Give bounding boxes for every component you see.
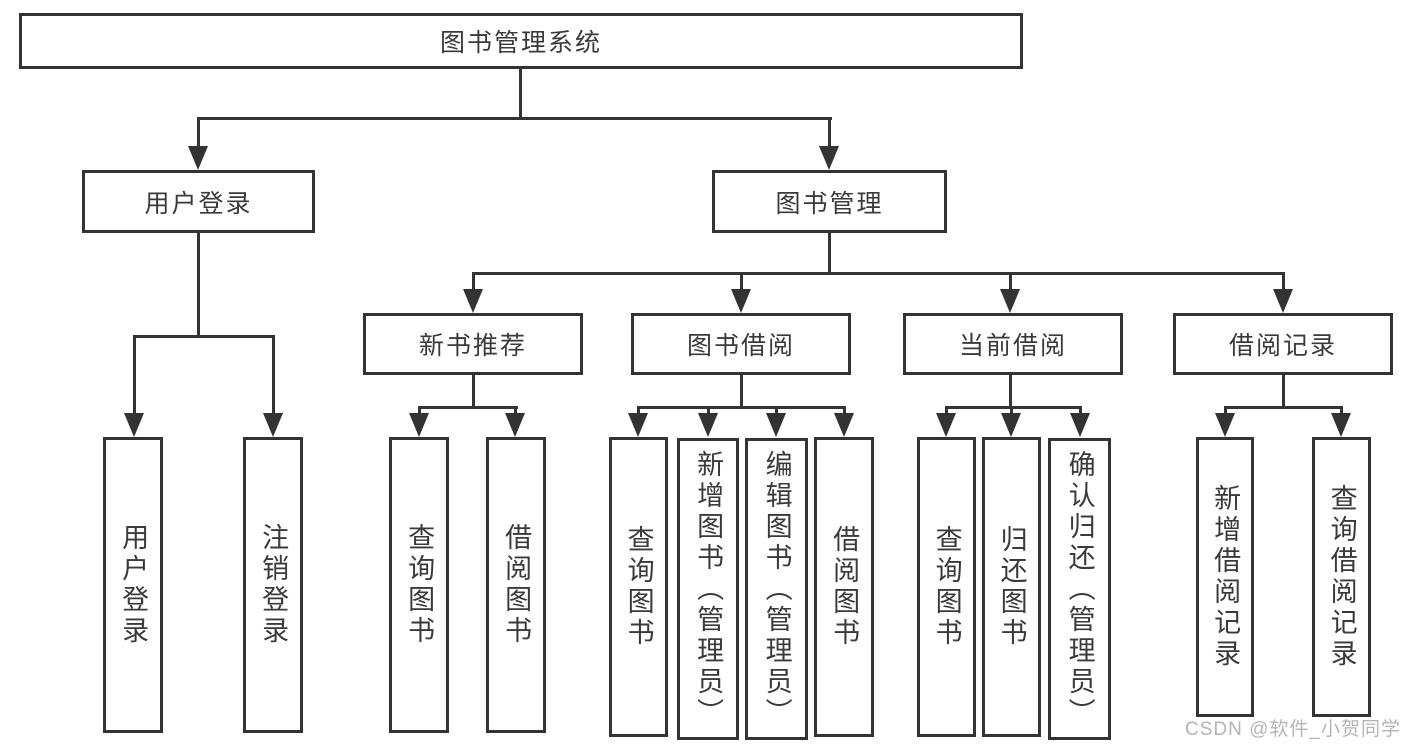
arrowhead-down	[819, 146, 839, 170]
arrowhead-down	[263, 413, 283, 437]
node-borrow-records-label: 借阅记录	[1228, 332, 1337, 360]
leaf-edit-book-admin: 编辑图书（管理员）	[745, 438, 808, 740]
connector-borrow-drop4	[843, 406, 846, 416]
connector-root-right-drop	[828, 117, 831, 147]
arrowhead-down	[834, 413, 854, 437]
leaf-user-login-label: 用户登录	[118, 523, 149, 647]
arrowhead-down	[1001, 413, 1021, 437]
leaf-borrow-books-recommend: 借阅图书	[486, 437, 546, 733]
leaf-query-books-borrow: 查询图书	[609, 437, 668, 737]
connector-records-drop2	[1340, 406, 1343, 416]
connector-records-bar	[1224, 406, 1343, 409]
connector-current-stem	[1009, 375, 1012, 408]
leaf-query-books-recommend-label: 查询图书	[404, 523, 435, 647]
connector-current-bar	[945, 406, 1082, 409]
leaf-add-book-admin-label: 新增图书（管理员）	[693, 449, 724, 729]
leaf-return-books: 归还图书	[982, 437, 1041, 737]
arrowhead-down	[124, 413, 144, 437]
arrowhead-down	[731, 289, 751, 313]
leaf-logout: 注销登录	[243, 437, 303, 733]
arrowhead-down	[505, 413, 525, 437]
leaf-query-books-recommend: 查询图书	[389, 437, 449, 733]
connector-userlogin-drop1	[133, 335, 136, 415]
node-current-borrow: 当前借阅	[903, 313, 1123, 375]
arrowhead-down	[463, 289, 483, 313]
connector-bookmgmt-drop2	[740, 272, 743, 292]
connector-current-drop1	[945, 406, 948, 416]
node-book-borrow: 图书借阅	[631, 313, 851, 375]
leaf-query-books-current-label: 查询图书	[931, 525, 962, 649]
leaf-add-borrow-record: 新增借阅记录	[1196, 437, 1254, 717]
connector-recommend-stem	[472, 375, 475, 408]
connector-userlogin-stem	[197, 233, 200, 335]
connector-userlogin-bar	[133, 335, 275, 338]
leaf-add-borrow-record-label: 新增借阅记录	[1210, 484, 1241, 670]
connector-recommend-bar	[418, 406, 518, 409]
node-borrow-records: 借阅记录	[1173, 313, 1393, 375]
leaf-query-borrow-record: 查询借阅记录	[1312, 437, 1371, 717]
leaf-logout-label: 注销登录	[258, 523, 289, 647]
connector-records-stem	[1282, 375, 1285, 408]
node-user-login: 用户登录	[82, 170, 315, 233]
connector-root-stem	[519, 69, 522, 120]
leaf-add-book-admin: 新增图书（管理员）	[677, 438, 739, 740]
connector-borrow-bar	[637, 406, 846, 409]
leaf-return-books-label: 归还图书	[996, 525, 1027, 649]
arrowhead-down	[936, 413, 956, 437]
leaf-query-books-current: 查询图书	[917, 437, 976, 737]
leaf-edit-book-admin-label: 编辑图书（管理员）	[761, 449, 792, 729]
leaf-borrow-books-recommend-label: 借阅图书	[501, 523, 532, 647]
arrowhead-down	[409, 413, 429, 437]
node-new-book-recommend: 新书推荐	[363, 313, 583, 375]
leaf-borrow-books-label: 借阅图书	[829, 525, 860, 649]
connector-current-drop2	[1010, 406, 1013, 416]
connector-records-drop1	[1224, 406, 1227, 416]
node-root: 图书管理系统	[19, 13, 1023, 69]
arrowhead-down	[698, 413, 718, 437]
connector-current-drop3	[1079, 406, 1082, 416]
leaf-confirm-return-admin: 确认归还（管理员）	[1048, 438, 1111, 740]
leaf-confirm-return-admin-label: 确认归还（管理员）	[1064, 449, 1095, 729]
node-book-borrow-label: 图书借阅	[686, 332, 795, 360]
connector-borrow-drop1	[637, 406, 640, 416]
connector-bookmgmt-bar	[472, 272, 1285, 275]
node-book-management-label: 图书管理	[775, 189, 884, 218]
arrowhead-down	[1070, 413, 1090, 437]
node-current-borrow-label: 当前借阅	[958, 332, 1067, 360]
leaf-user-login: 用户登录	[103, 437, 163, 733]
connector-bookmgmt-drop1	[472, 272, 475, 292]
connector-borrow-stem	[740, 375, 743, 408]
connector-root-left-drop	[197, 117, 200, 147]
node-book-management: 图书管理	[712, 170, 947, 233]
leaf-query-borrow-record-label: 查询借阅记录	[1326, 484, 1357, 670]
connector-bookmgmt-stem	[828, 233, 831, 274]
connector-recommend-drop1	[418, 406, 421, 416]
arrowhead-down	[188, 146, 208, 170]
connector-bookmgmt-drop4	[1282, 272, 1285, 292]
watermark: CSDN @软件_小贺同学	[1185, 719, 1401, 740]
connector-borrow-drop2	[707, 406, 710, 416]
arrowhead-down	[628, 413, 648, 437]
leaf-borrow-books: 借阅图书	[814, 437, 874, 737]
node-root-label: 图书管理系统	[439, 29, 602, 57]
arrowhead-down	[766, 413, 786, 437]
leaf-query-books-borrow-label: 查询图书	[623, 525, 654, 649]
connector-borrow-drop3	[775, 406, 778, 416]
connector-root-bar	[197, 117, 832, 120]
arrowhead-down	[1273, 289, 1293, 313]
node-user-login-label: 用户登录	[144, 189, 253, 218]
node-new-book-recommend-label: 新书推荐	[418, 332, 527, 360]
connector-bookmgmt-drop3	[1009, 272, 1012, 292]
arrowhead-down	[1331, 413, 1351, 437]
arrowhead-down	[1215, 413, 1235, 437]
connector-recommend-drop2	[514, 406, 517, 416]
connector-userlogin-drop2	[272, 335, 275, 415]
arrowhead-down	[1000, 289, 1020, 313]
